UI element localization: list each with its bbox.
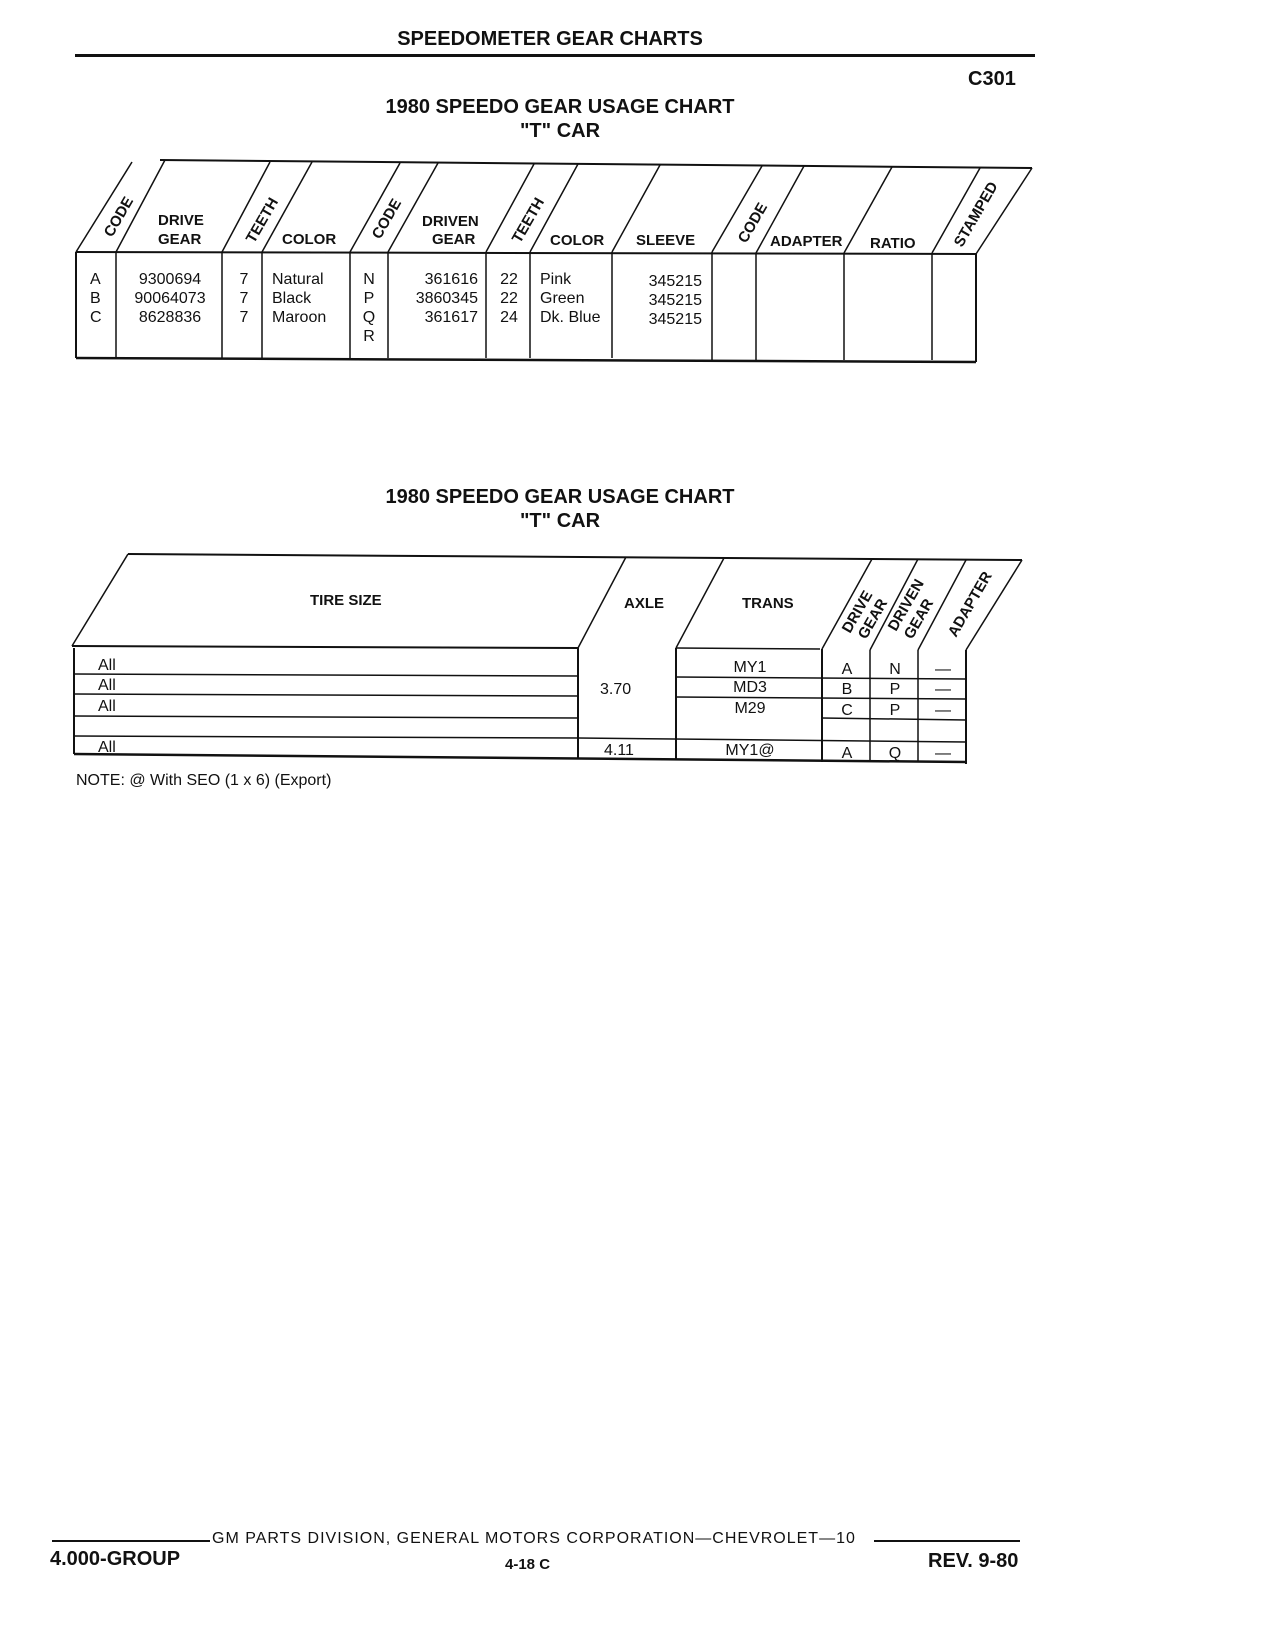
footer-group: 4.000-GROUP: [50, 1548, 181, 1570]
list-item: 22: [500, 271, 518, 288]
axle-value: 3.70: [600, 681, 632, 698]
adapter-value: —: [935, 661, 951, 678]
chart2-grid: TIRE SIZE AXLE TRANS DRIVE GEAR DRIVEN G…: [71, 553, 1023, 764]
drive-gear-value: A: [841, 745, 853, 762]
driven-gear-value: N: [889, 661, 901, 678]
chart1-drive-teeth-column: 7 7 7: [232, 270, 256, 327]
list-item: 90064073: [134, 290, 206, 307]
list-item: 7: [239, 309, 249, 326]
chart2-table: TIRE SIZE AXLE TRANS DRIVE GEAR DRIVEN G…: [0, 0, 1280, 820]
list-item: 345215: [648, 273, 702, 290]
list-item: 361617: [424, 309, 478, 326]
table-row: All: [98, 739, 116, 756]
trans-value: MD3: [733, 679, 767, 696]
chart2-header-trans: TRANS: [742, 595, 794, 612]
chart1-grid: CODE DRIVE GEAR TEETH COLOR CODE DRIVEN …: [75, 159, 1033, 364]
list-item: 22: [500, 290, 518, 307]
list-item: P: [363, 290, 375, 307]
trans-value: M29: [734, 700, 766, 717]
list-item: R: [363, 328, 375, 345]
list-item: B: [90, 290, 101, 307]
chart1-header-driven-gear-1: DRIVEN: [422, 213, 479, 230]
list-item: 7: [239, 271, 249, 288]
list-item: C: [90, 309, 102, 326]
list-item: 8628836: [138, 309, 202, 326]
trans-value: MY1: [733, 659, 767, 676]
list-item: Pink: [540, 271, 572, 288]
adapter-value: —: [935, 745, 951, 762]
list-item: Dk. Blue: [540, 309, 601, 326]
chart2-title: 1980 SPEEDO GEAR USAGE CHART: [385, 486, 735, 508]
list-item: Maroon: [272, 309, 327, 326]
list-item: N: [363, 271, 375, 288]
chart1-title: 1980 SPEEDO GEAR USAGE CHART: [385, 96, 735, 118]
chart1-driven-teeth-column: 22 22 24: [492, 270, 526, 327]
trans-value: MY1@: [725, 742, 775, 759]
chart1-driven-gear-column: 361616 3860345 361617: [392, 270, 478, 327]
chart2-header-tire-size: TIRE SIZE: [310, 592, 382, 609]
drive-gear-value: B: [841, 681, 853, 698]
header-rule: [75, 54, 1035, 57]
table-row: All: [98, 657, 116, 674]
chart2-note: NOTE: @ With SEO (1 x 6) (Export): [76, 772, 332, 789]
chart2-header-axle: AXLE: [624, 595, 664, 612]
list-item: 24: [500, 309, 518, 326]
footer-page-number: 4-18 C: [505, 1556, 551, 1573]
chart1-driven-color-column: Pink Green Dk. Blue: [540, 270, 612, 327]
list-item: 7: [239, 290, 249, 307]
page-title: SPEEDOMETER GEAR CHARTS: [397, 28, 703, 50]
chart1-drive-code-column: A B C: [90, 270, 110, 327]
list-item: 345215: [648, 311, 702, 328]
list-item: Q: [362, 309, 376, 326]
chart1-header-sleeve: SLEEVE: [636, 232, 695, 249]
chart1-header-driven-gear-2: GEAR: [432, 231, 476, 248]
table-row: All: [98, 677, 116, 694]
drive-gear-value: C: [841, 702, 853, 719]
chart2-subtitle: "T" CAR: [519, 510, 601, 532]
driven-gear-value: Q: [888, 745, 902, 762]
chart1-driven-code-column: N P Q R: [356, 270, 382, 346]
driven-gear-value: P: [889, 681, 901, 698]
axle-value: 4.11: [604, 742, 634, 759]
list-item: 345215: [648, 292, 702, 309]
chart1-header-color1: COLOR: [282, 231, 336, 248]
footer-rule-right: [874, 1540, 1020, 1542]
chart1-drive-gear-column: 9300694 90064073 8628836: [122, 270, 218, 327]
footer-division: GM PARTS DIVISION, GENERAL MOTORS CORPOR…: [212, 1530, 856, 1547]
chart1-drive-color-column: Natural Black Maroon: [272, 270, 348, 327]
chart1-header-drive-gear-2: GEAR: [158, 231, 202, 248]
table-row: All: [98, 698, 116, 715]
adapter-value: —: [935, 681, 951, 698]
chart1-subtitle: "T" CAR: [519, 120, 601, 142]
list-item: 361616: [424, 271, 478, 288]
chart1-header-color2: COLOR: [550, 232, 604, 249]
footer-revision: REV. 9-80: [928, 1550, 1019, 1572]
chart1-header-ratio: RATIO: [870, 235, 916, 252]
drive-gear-value: A: [841, 661, 853, 678]
chart2-header-adapter: ADAPTER: [945, 569, 996, 640]
adapter-value: —: [935, 702, 951, 719]
list-item: Black: [272, 290, 312, 307]
driven-gear-value: P: [889, 702, 901, 719]
page-code: C301: [968, 68, 1016, 90]
list-item: 9300694: [138, 271, 202, 288]
list-item: Natural: [272, 271, 324, 288]
list-item: Green: [540, 290, 585, 307]
chart1-table: CODE DRIVE GEAR TEETH COLOR CODE DRIVEN …: [0, 0, 1280, 400]
chart1-sleeve-column: 345215 345215 345215: [622, 272, 702, 329]
list-item: 3860345: [415, 290, 478, 307]
chart1-header-drive-gear-1: DRIVE: [158, 212, 204, 229]
list-item: A: [90, 271, 101, 288]
chart1-header-adapter: ADAPTER: [770, 233, 843, 250]
footer-rule-left: [52, 1540, 210, 1542]
